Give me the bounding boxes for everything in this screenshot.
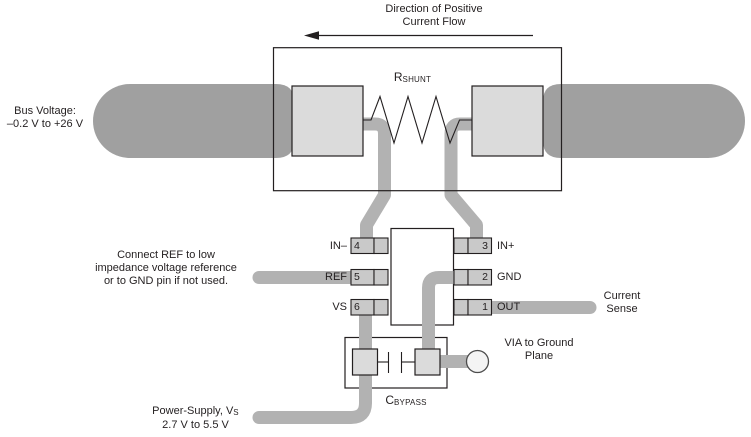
- direction-label: Direction of Positive Current Flow: [323, 3, 545, 29]
- current-sense-line2: Sense: [606, 303, 638, 315]
- pin2-pad-inner: [453, 268, 469, 286]
- rshunt-label-main: R: [393, 70, 403, 84]
- shunt-pad-left: [291, 85, 364, 157]
- bypass-pad-left: [351, 348, 379, 376]
- pin6-pad-inner: [373, 298, 389, 316]
- direction-label-line2: Current Flow: [402, 16, 466, 28]
- pin4-number: 4: [354, 239, 360, 252]
- ref-note: Connect REF to low impedance voltage ref…: [60, 249, 272, 288]
- resistor-symbol: [363, 94, 472, 145]
- cbypass-label-sub: BYPASS: [394, 398, 427, 407]
- via-circle: [465, 349, 490, 374]
- pin-label-in-minus: IN–: [329, 239, 347, 252]
- pin1-pad-inner: [453, 298, 469, 316]
- power-supply-line1: Power-Supply, VS: [118, 405, 273, 419]
- ref-note-line3: or to GND pin if not used.: [103, 275, 229, 287]
- rshunt-label-sub: SHUNT: [402, 75, 432, 84]
- pin-label-vs: VS: [332, 301, 347, 313]
- trace-power-supply: [252, 345, 372, 424]
- power-supply-label: Power-Supply, VS 2.7 V to 5.5 V: [118, 405, 273, 432]
- ref-note-line1: Connect REF to low: [117, 249, 215, 261]
- via-label: VIA to Ground Plane: [494, 337, 584, 363]
- capacitor-symbol: [377, 352, 415, 373]
- cbypass-label-main: C: [385, 393, 395, 407]
- bypass-pad-right: [414, 348, 441, 376]
- pin-label-out: OUT: [497, 301, 521, 313]
- bus-voltage-line2: –0.2 V to +26 V: [6, 118, 84, 130]
- trace-gnd: [422, 271, 456, 362]
- pin1-number: 1: [482, 301, 488, 313]
- power-supply-line1-sub: S: [233, 408, 239, 417]
- power-supply-line1-main: Power-Supply, V: [152, 405, 234, 417]
- pin1-pad-outer: [467, 298, 493, 316]
- current-flow-arrowhead-icon: [304, 31, 319, 40]
- pin-label-in-plus: IN+: [497, 239, 515, 252]
- bus-voltage-label: Bus Voltage: –0.2 V to +26 V: [0, 105, 90, 131]
- pin2-pad-outer: [467, 268, 493, 286]
- pin3-pad-inner: [453, 237, 469, 255]
- pin4-pad-inner: [373, 237, 389, 255]
- via-label-line1: VIA to Ground: [504, 337, 574, 349]
- rshunt-label: RSHUNT: [375, 71, 450, 86]
- pin5-pad-inner: [373, 268, 389, 286]
- cbypass-label: CBYPASS: [367, 394, 445, 409]
- current-sense-label: Current Sense: [587, 290, 657, 316]
- pin6-number: 6: [354, 301, 360, 313]
- pin2-number: 2: [482, 271, 488, 283]
- bus-bar-left: [93, 84, 294, 158]
- trace-in-minus: [359, 117, 391, 247]
- bus-voltage-line1: Bus Voltage:: [14, 105, 76, 117]
- pin-label-gnd: GND: [497, 271, 522, 283]
- shunt-pad-right: [471, 85, 544, 157]
- ref-note-line2: impedance voltage reference: [95, 262, 237, 274]
- pin5-number: 5: [354, 271, 360, 283]
- power-supply-line2: 2.7 V to 5.5 V: [162, 419, 229, 431]
- pin3-number: 3: [482, 239, 488, 252]
- current-sense-line1: Current: [603, 290, 641, 302]
- pin-label-ref: REF: [325, 271, 347, 283]
- direction-label-line1: Direction of Positive: [385, 3, 483, 15]
- pin3-pad-outer: [467, 237, 493, 255]
- via-label-line2: Plane: [524, 350, 554, 362]
- bus-bar-right: [543, 84, 745, 158]
- shunt-outline: [272, 47, 563, 192]
- trace-in-plus: [444, 117, 483, 247]
